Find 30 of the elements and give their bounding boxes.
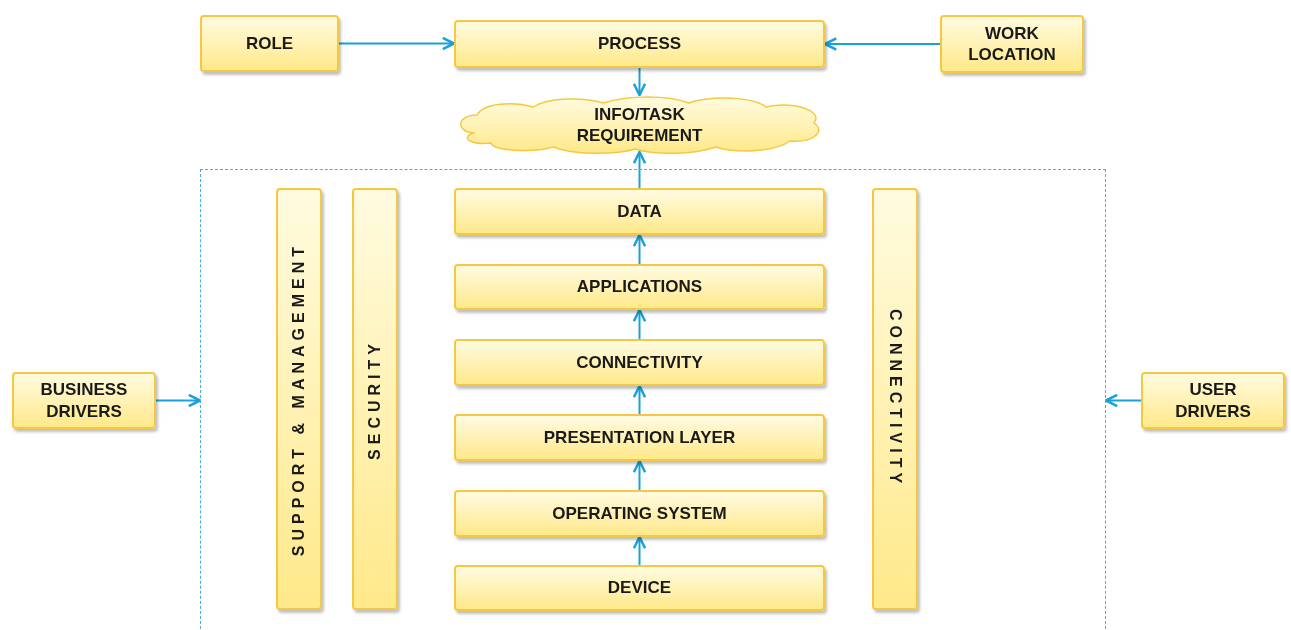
- layer-box: BUSINESS DRIVERS: [12, 372, 156, 429]
- layer-box: DEVICE: [454, 565, 825, 611]
- layer-box: WORK LOCATION: [940, 15, 1084, 73]
- bar-label: SUPPORT & MANAGEMENT: [289, 241, 308, 557]
- bar-label: CONNECTIVITY: [886, 309, 905, 489]
- vertical-bar: [352, 188, 398, 610]
- cloud-text: INFO/TASK REQUIREMENT: [575, 103, 704, 147]
- arrow: [632, 384, 647, 415]
- layer-box: ROLE: [200, 15, 339, 72]
- layer-box: APPLICATIONS: [454, 264, 825, 310]
- arrow: [632, 308, 647, 340]
- layer-box: CONNECTIVITY: [454, 339, 825, 386]
- vertical-bar: [276, 188, 322, 610]
- layer-box: USER DRIVERS: [1141, 372, 1285, 429]
- dashed-boundary: [200, 169, 1106, 630]
- arrow: [632, 67, 647, 97]
- arrow: [338, 36, 456, 51]
- layer-box: OPERATING SYSTEM: [454, 490, 825, 537]
- bar-label: SECURITY: [365, 338, 384, 460]
- arrow: [632, 535, 647, 566]
- layer-box: PRESENTATION LAYER: [454, 414, 825, 461]
- arrow: [632, 233, 647, 265]
- layer-box: PROCESS: [454, 20, 825, 68]
- layer-box: DATA: [454, 188, 825, 235]
- arrow: [632, 150, 647, 189]
- arrow: [1104, 393, 1142, 408]
- arrow: [632, 459, 647, 491]
- arrow: [155, 393, 202, 408]
- arrow: [823, 37, 941, 51]
- vertical-bar: [872, 188, 918, 610]
